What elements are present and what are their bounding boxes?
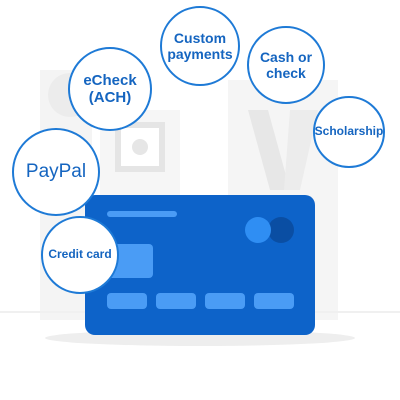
card-number-block-1	[107, 293, 147, 309]
bubble-credit-card: Credit card	[41, 216, 119, 294]
bubble-scholarship: Scholarship	[313, 96, 385, 168]
bg-stripe-1	[248, 110, 290, 190]
card-number-block-4	[254, 293, 294, 309]
bubble-paypal: PayPal	[12, 128, 100, 216]
card-number-block-2	[156, 293, 196, 309]
card-number-block-3	[205, 293, 245, 309]
card-logo-circles-icon	[245, 217, 294, 243]
bg-dot	[132, 139, 148, 155]
bubble-cash-or-check: Cash or check	[247, 26, 325, 104]
bg-stripe-2	[284, 110, 318, 190]
bubble-custom-payments: Custom payments	[160, 6, 240, 86]
card-top-stripe	[107, 211, 177, 217]
bubble-echeck-ach: eCheck (ACH)	[68, 47, 152, 131]
